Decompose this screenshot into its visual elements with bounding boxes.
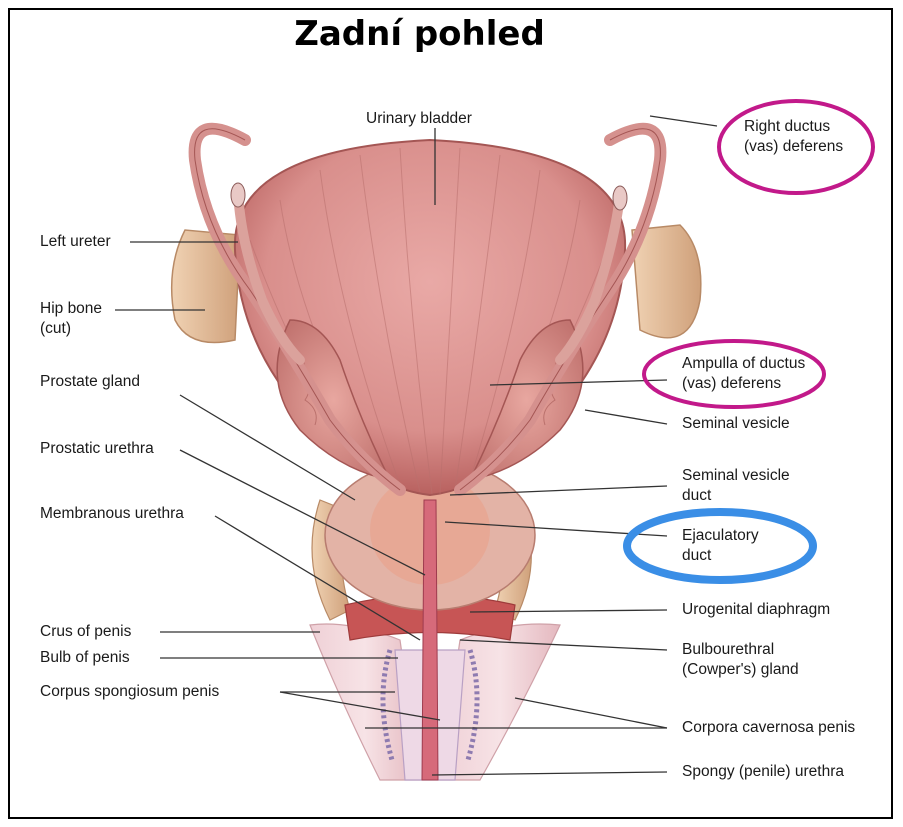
label-hip-bone-1: Hip bone: [40, 300, 102, 318]
label-ejaculatory-duct-2: duct: [682, 547, 711, 565]
label-bulbourethral-1: Bulbourethral: [682, 641, 774, 659]
label-ampulla-2: (vas) deferens: [682, 375, 781, 393]
bladder-shape: [235, 140, 625, 495]
label-bulb-of-penis: Bulb of penis: [40, 649, 130, 667]
left-hip-bone: [172, 230, 240, 343]
label-spongy-urethra: Spongy (penile) urethra: [682, 763, 844, 781]
label-crus-of-penis: Crus of penis: [40, 623, 131, 641]
label-prostate-gland: Prostate gland: [40, 373, 140, 391]
label-bulbourethral-2: (Cowper's) gland: [682, 661, 799, 679]
label-ampulla-1: Ampulla of ductus: [682, 355, 805, 373]
label-ejaculatory-duct-1: Ejaculatory: [682, 527, 759, 545]
label-prostatic-urethra: Prostatic urethra: [40, 440, 154, 458]
label-seminal-vesicle: Seminal vesicle: [682, 415, 790, 433]
label-right-ductus-1: Right ductus: [744, 118, 830, 136]
label-seminal-vesicle-duct-1: Seminal vesicle: [682, 467, 790, 485]
highlight-ejaculatory-duct: [627, 512, 813, 580]
urethra-shape: [422, 500, 438, 780]
label-corpus-spongiosum: Corpus spongiosum penis: [40, 683, 219, 701]
label-hip-bone-2: (cut): [40, 320, 71, 338]
label-corpora-cavernosa: Corpora cavernosa penis: [682, 719, 855, 737]
label-right-ductus-2: (vas) deferens: [744, 138, 843, 156]
label-left-ureter: Left ureter: [40, 233, 111, 251]
label-membranous-urethra: Membranous urethra: [40, 505, 184, 523]
label-seminal-vesicle-duct-2: duct: [682, 487, 711, 505]
label-urinary-bladder: Urinary bladder: [366, 110, 472, 128]
label-urogenital-diaphragm: Urogenital diaphragm: [682, 601, 830, 619]
highlight-ampulla: [644, 341, 824, 407]
